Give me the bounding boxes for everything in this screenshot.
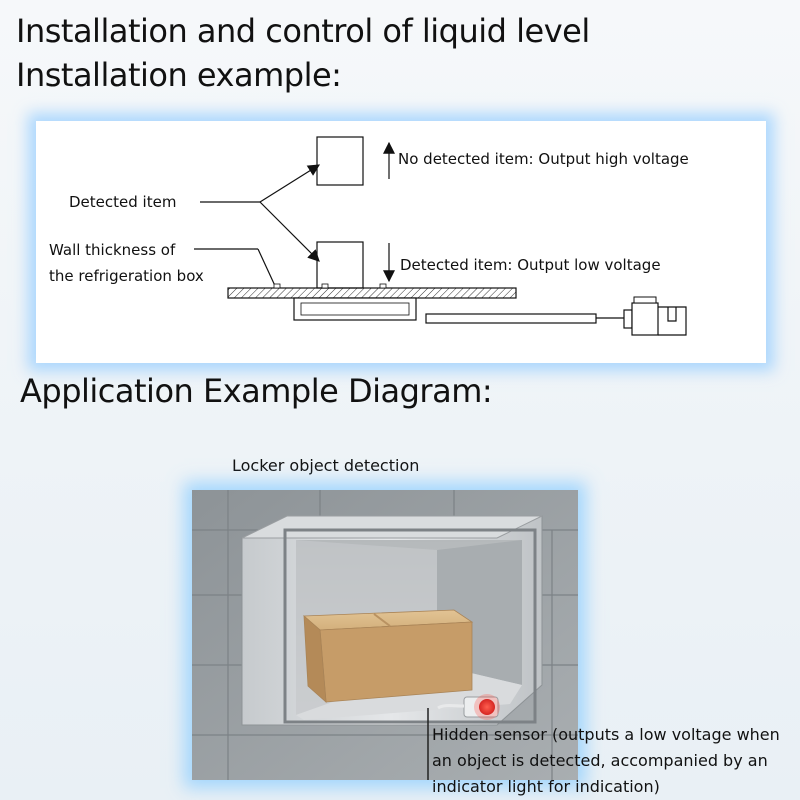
item-square-top — [316, 136, 364, 186]
application-heading: Application Example Diagram: — [20, 372, 493, 410]
label-wall-line1: Wall thickness of — [49, 241, 176, 259]
leader-arrow-bottom — [259, 201, 320, 262]
sensor-note: Hidden sensor (outputs a low voltage whe… — [432, 725, 780, 796]
installation-heading: Installation example: — [16, 56, 342, 94]
leader-arrow-top — [259, 164, 321, 203]
label-wall-line2: the refrigeration box — [49, 267, 204, 285]
wall-plate — [227, 287, 517, 299]
main-title: Installation and control of liquid level — [16, 12, 590, 50]
cardboard-box — [302, 609, 474, 703]
item-square-bottom — [316, 241, 364, 289]
label-detected-item: Detected item — [69, 193, 177, 211]
sensor-cable — [425, 313, 597, 324]
hidden-sensor — [437, 694, 500, 720]
installation-diagram — [194, 136, 687, 336]
locker-illustration — [192, 490, 578, 780]
label-no-item: No detected item: Output high voltage — [398, 150, 689, 168]
locker-caption: Locker object detection — [232, 456, 420, 475]
installation-diagram-panel: Detected item Wall thickness of the refr… — [36, 121, 766, 363]
indicator-light-icon — [479, 699, 495, 715]
connector-plug — [623, 296, 687, 336]
label-item-detected: Detected item: Output low voltage — [400, 256, 661, 274]
locker-photo — [192, 490, 578, 780]
